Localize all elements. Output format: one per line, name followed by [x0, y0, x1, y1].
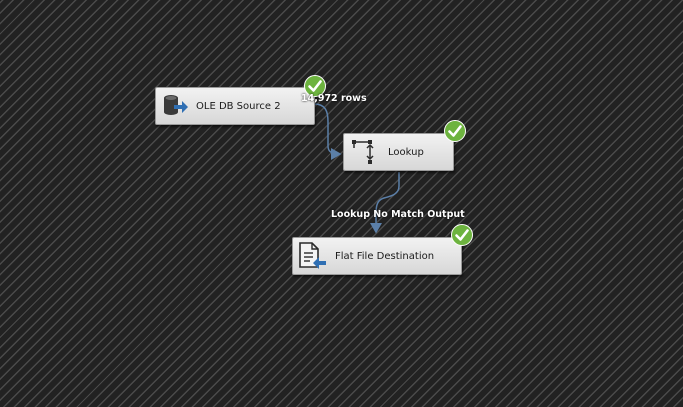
row-count-label: 14,972 rows [301, 93, 367, 104]
task-label: Flat File Destination [335, 250, 435, 262]
task-flat-file-destination[interactable]: Flat File Destination [292, 237, 462, 275]
success-check-icon [444, 120, 466, 142]
flat-file-destination-icon [297, 241, 327, 271]
path-lookup-to-destination[interactable] [370, 172, 400, 234]
task-label: OLE DB Source 2 [196, 100, 281, 112]
task-lookup[interactable]: Lookup [343, 133, 454, 171]
success-check-icon [304, 75, 326, 97]
lookup-icon [348, 137, 378, 167]
database-source-icon [160, 91, 190, 121]
success-check-icon [451, 224, 473, 246]
output-path-label: Lookup No Match Output [331, 209, 465, 220]
task-label: Lookup [388, 146, 424, 158]
task-ole-db-source[interactable]: OLE DB Source 2 [155, 87, 315, 125]
path-source-to-lookup[interactable] [313, 103, 342, 160]
